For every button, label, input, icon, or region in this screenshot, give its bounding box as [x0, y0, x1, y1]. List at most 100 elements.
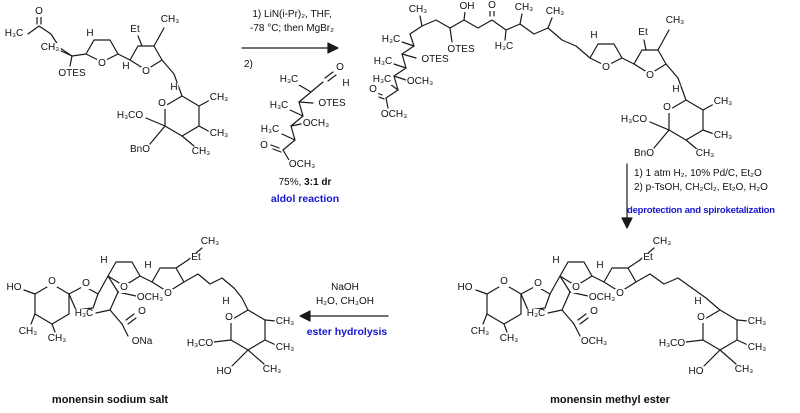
step1-conditions: 1) LiN(i-Pr)₂, THF, -78 °C; then MgBr₂: [234, 8, 350, 36]
atom-label: CH₃: [199, 236, 221, 247]
atom-label: OTES: [420, 54, 450, 65]
atom-label: CH₃: [712, 96, 734, 107]
atom-label: H: [85, 28, 95, 39]
atom-label: OCH₃: [405, 76, 435, 87]
atom-label: O: [601, 62, 611, 73]
atom-label: OCH₃: [287, 159, 317, 170]
pyran-ring: [702, 309, 738, 351]
atom-label: H₃CO: [657, 338, 687, 349]
pyran-ring: [164, 95, 200, 137]
atom-label: CH₃: [746, 316, 768, 327]
atom-label: CH₃: [694, 148, 716, 159]
atom-label: CH₃: [274, 342, 296, 353]
spiroketal-ring: [520, 285, 551, 311]
atom-label: H₃C: [268, 100, 290, 111]
step1-yield: 75%, 3:1 dr: [250, 176, 360, 190]
atom-label: H₃CO: [115, 110, 145, 121]
bond-lines: [27, 15, 211, 147]
atom-label: HO: [456, 282, 474, 293]
atom-label: O: [137, 306, 147, 317]
atom-label: OCH₃: [301, 118, 331, 129]
atom-label: OCH₃: [587, 292, 617, 303]
atom-label: H: [693, 296, 703, 307]
atom-label: H: [143, 260, 153, 271]
atom-label: Et: [637, 27, 649, 38]
spiroketal-ring: [68, 285, 99, 311]
arrowhead-down-icon: [621, 217, 633, 229]
atom-label: CH₃: [159, 14, 181, 25]
atom-label: Et: [642, 252, 654, 263]
atom-label: H₃C: [278, 74, 300, 85]
bond-lines: [270, 71, 337, 161]
step2-conditions: 1) 1 atm H₂, 10% Pd/C, Et₂O 2) p-TsOH, C…: [634, 167, 800, 195]
step3-line2: H₂O, CH₃OH: [316, 296, 374, 307]
atom-label: O: [97, 58, 107, 69]
atom-label: CH₃: [746, 342, 768, 353]
atom-label: O: [487, 0, 497, 11]
atom-label: CH₃: [407, 4, 429, 15]
atom-label: BnO: [128, 144, 152, 155]
atom-label: CH₃: [712, 130, 734, 141]
atom-label: O: [34, 6, 44, 17]
atom-label: CH₃: [208, 128, 230, 139]
atom-label: O: [224, 312, 234, 323]
atom-label: H: [595, 260, 605, 271]
atom-label: H: [551, 255, 561, 266]
atom-label: H: [671, 84, 681, 95]
atom-label: CH₃: [733, 364, 755, 375]
atom-label: H₃C: [493, 41, 515, 52]
atom-label: H₃C: [3, 28, 25, 39]
pyran-ring: [34, 283, 70, 325]
atom-label: O: [81, 278, 91, 289]
aldehyde-fragment-skeleton: [270, 71, 337, 161]
atom-label: O: [571, 282, 581, 293]
atom-label: CH₃: [261, 364, 283, 375]
atom-label: CH₃: [208, 92, 230, 103]
atom-label: O: [259, 140, 269, 151]
atom-label: CH₃: [513, 2, 535, 13]
atom-label: H₃C: [380, 34, 402, 45]
atom-label: H: [221, 296, 231, 307]
step1-line3: 2): [244, 59, 253, 70]
atom-label: H₃C: [525, 308, 547, 319]
atom-label: O: [368, 84, 378, 95]
atom-label: CH₃: [17, 326, 39, 337]
atom-label: O: [141, 66, 151, 77]
atom-label: H₃CO: [185, 338, 215, 349]
atom-label: CH₃: [544, 6, 566, 17]
caption-monensin-sodium-salt: monensin sodium salt: [51, 394, 169, 406]
atom-label: O: [589, 306, 599, 317]
atom-label: Et: [129, 24, 141, 35]
atom-label: H₃C: [372, 56, 394, 67]
atom-label: OH: [458, 1, 476, 12]
atom-label: H: [121, 61, 131, 72]
aldol-product-skeleton: [376, 9, 715, 151]
atom-label: O: [163, 288, 173, 299]
arrowhead-left-icon: [299, 310, 311, 322]
atom-label: CH₃: [46, 333, 68, 344]
atom-label: OCH₃: [379, 109, 409, 120]
step1-line1: 1) LiN(i-Pr)₂, THF,: [252, 9, 332, 20]
atom-label: H: [341, 78, 351, 89]
atom-label: CH₃: [498, 333, 520, 344]
atom-label: CH₃: [190, 146, 212, 157]
yield-value: 75%,: [278, 177, 305, 188]
atom-label: ONa: [130, 336, 154, 347]
atom-label: OTES: [317, 98, 347, 109]
atom-label: H₃CO: [619, 114, 649, 125]
atom-label: HO: [5, 282, 23, 293]
atom-label: H₃C: [371, 74, 393, 85]
caption-monensin-methyl-ester: monensin methyl ester: [550, 394, 670, 406]
atom-label: OTES: [446, 44, 476, 55]
pyran-ring: [486, 283, 522, 325]
step3-reaction-name: ester hydrolysis: [306, 326, 388, 338]
atom-label: H₃C: [259, 124, 281, 135]
atom-label: O: [533, 278, 543, 289]
atom-label: OTES: [57, 68, 87, 79]
atom-label: CH₃: [274, 316, 296, 327]
atom-label: O: [645, 70, 655, 81]
